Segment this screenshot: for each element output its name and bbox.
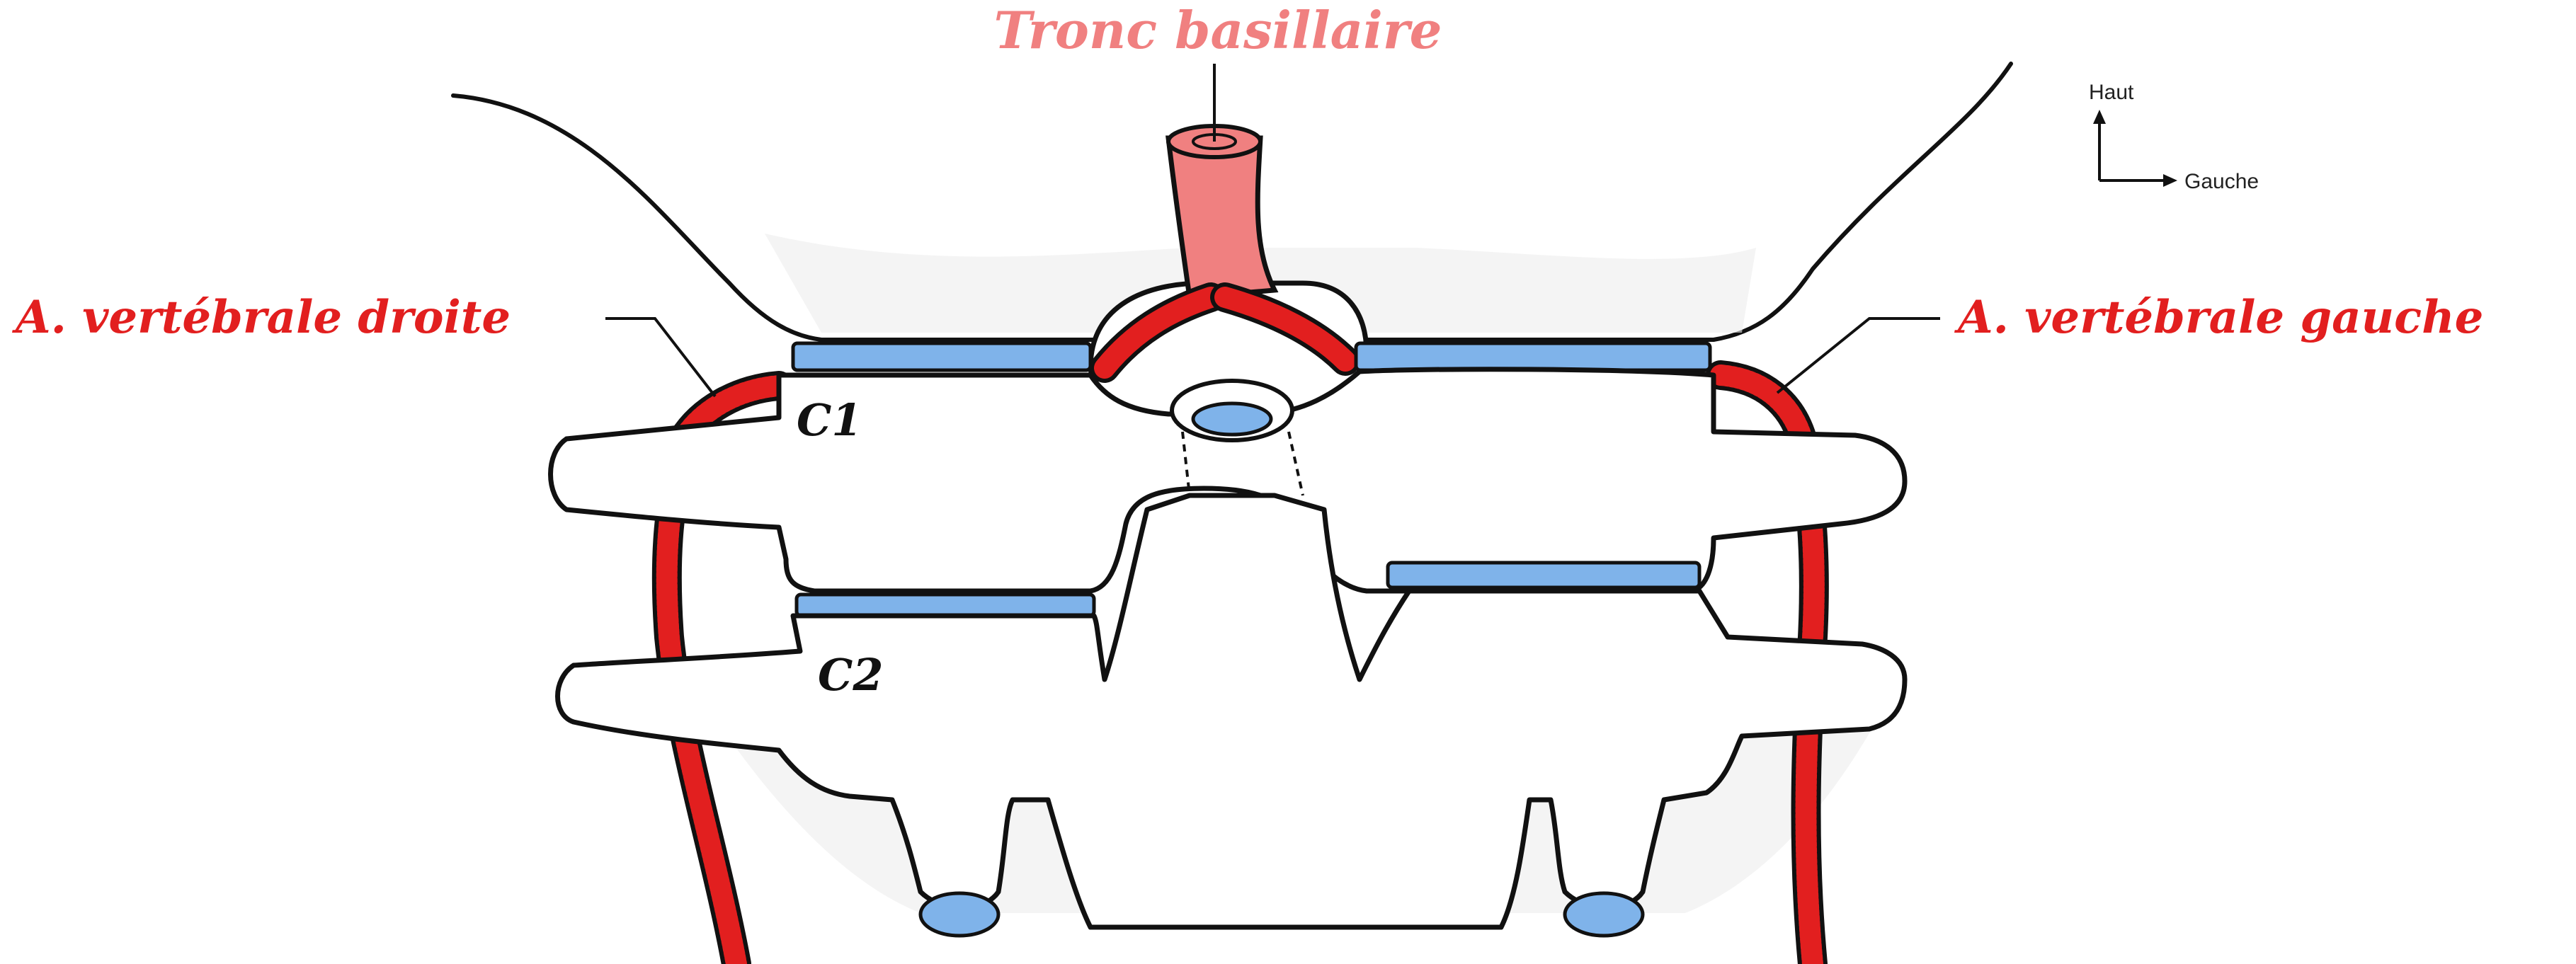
orientation-indicator: Haut Gauche [2089,81,2259,193]
disc-c1-c2-left [1388,563,1699,587]
orientation-left-label: Gauche [2184,170,2259,193]
label-c2: C2 [818,649,884,701]
c2-pad-left [1565,893,1643,936]
up-arrowhead-icon [2093,110,2106,124]
disc-occiput-c1-left [1356,343,1710,370]
orientation-up-label: Haut [2089,81,2134,104]
c2-pad-right [921,893,998,936]
label-vertebrale-gauche: A. vertébrale gauche [1954,291,2483,344]
leader-right-vertebral [605,319,715,396]
disc-c1-c2-right [797,595,1094,616]
basilar-trunk [1168,138,1275,297]
label-tronc-basilaire: Tronc basillaire [994,0,1442,60]
label-vertebrale-droite: A. vertébrale droite [12,291,511,344]
disc-occiput-c1-right [793,343,1090,370]
label-c1: C1 [797,394,862,446]
leader-left-vertebral [1777,319,1940,393]
right-arrowhead-icon [2163,174,2177,187]
odontoid-core [1193,403,1271,435]
